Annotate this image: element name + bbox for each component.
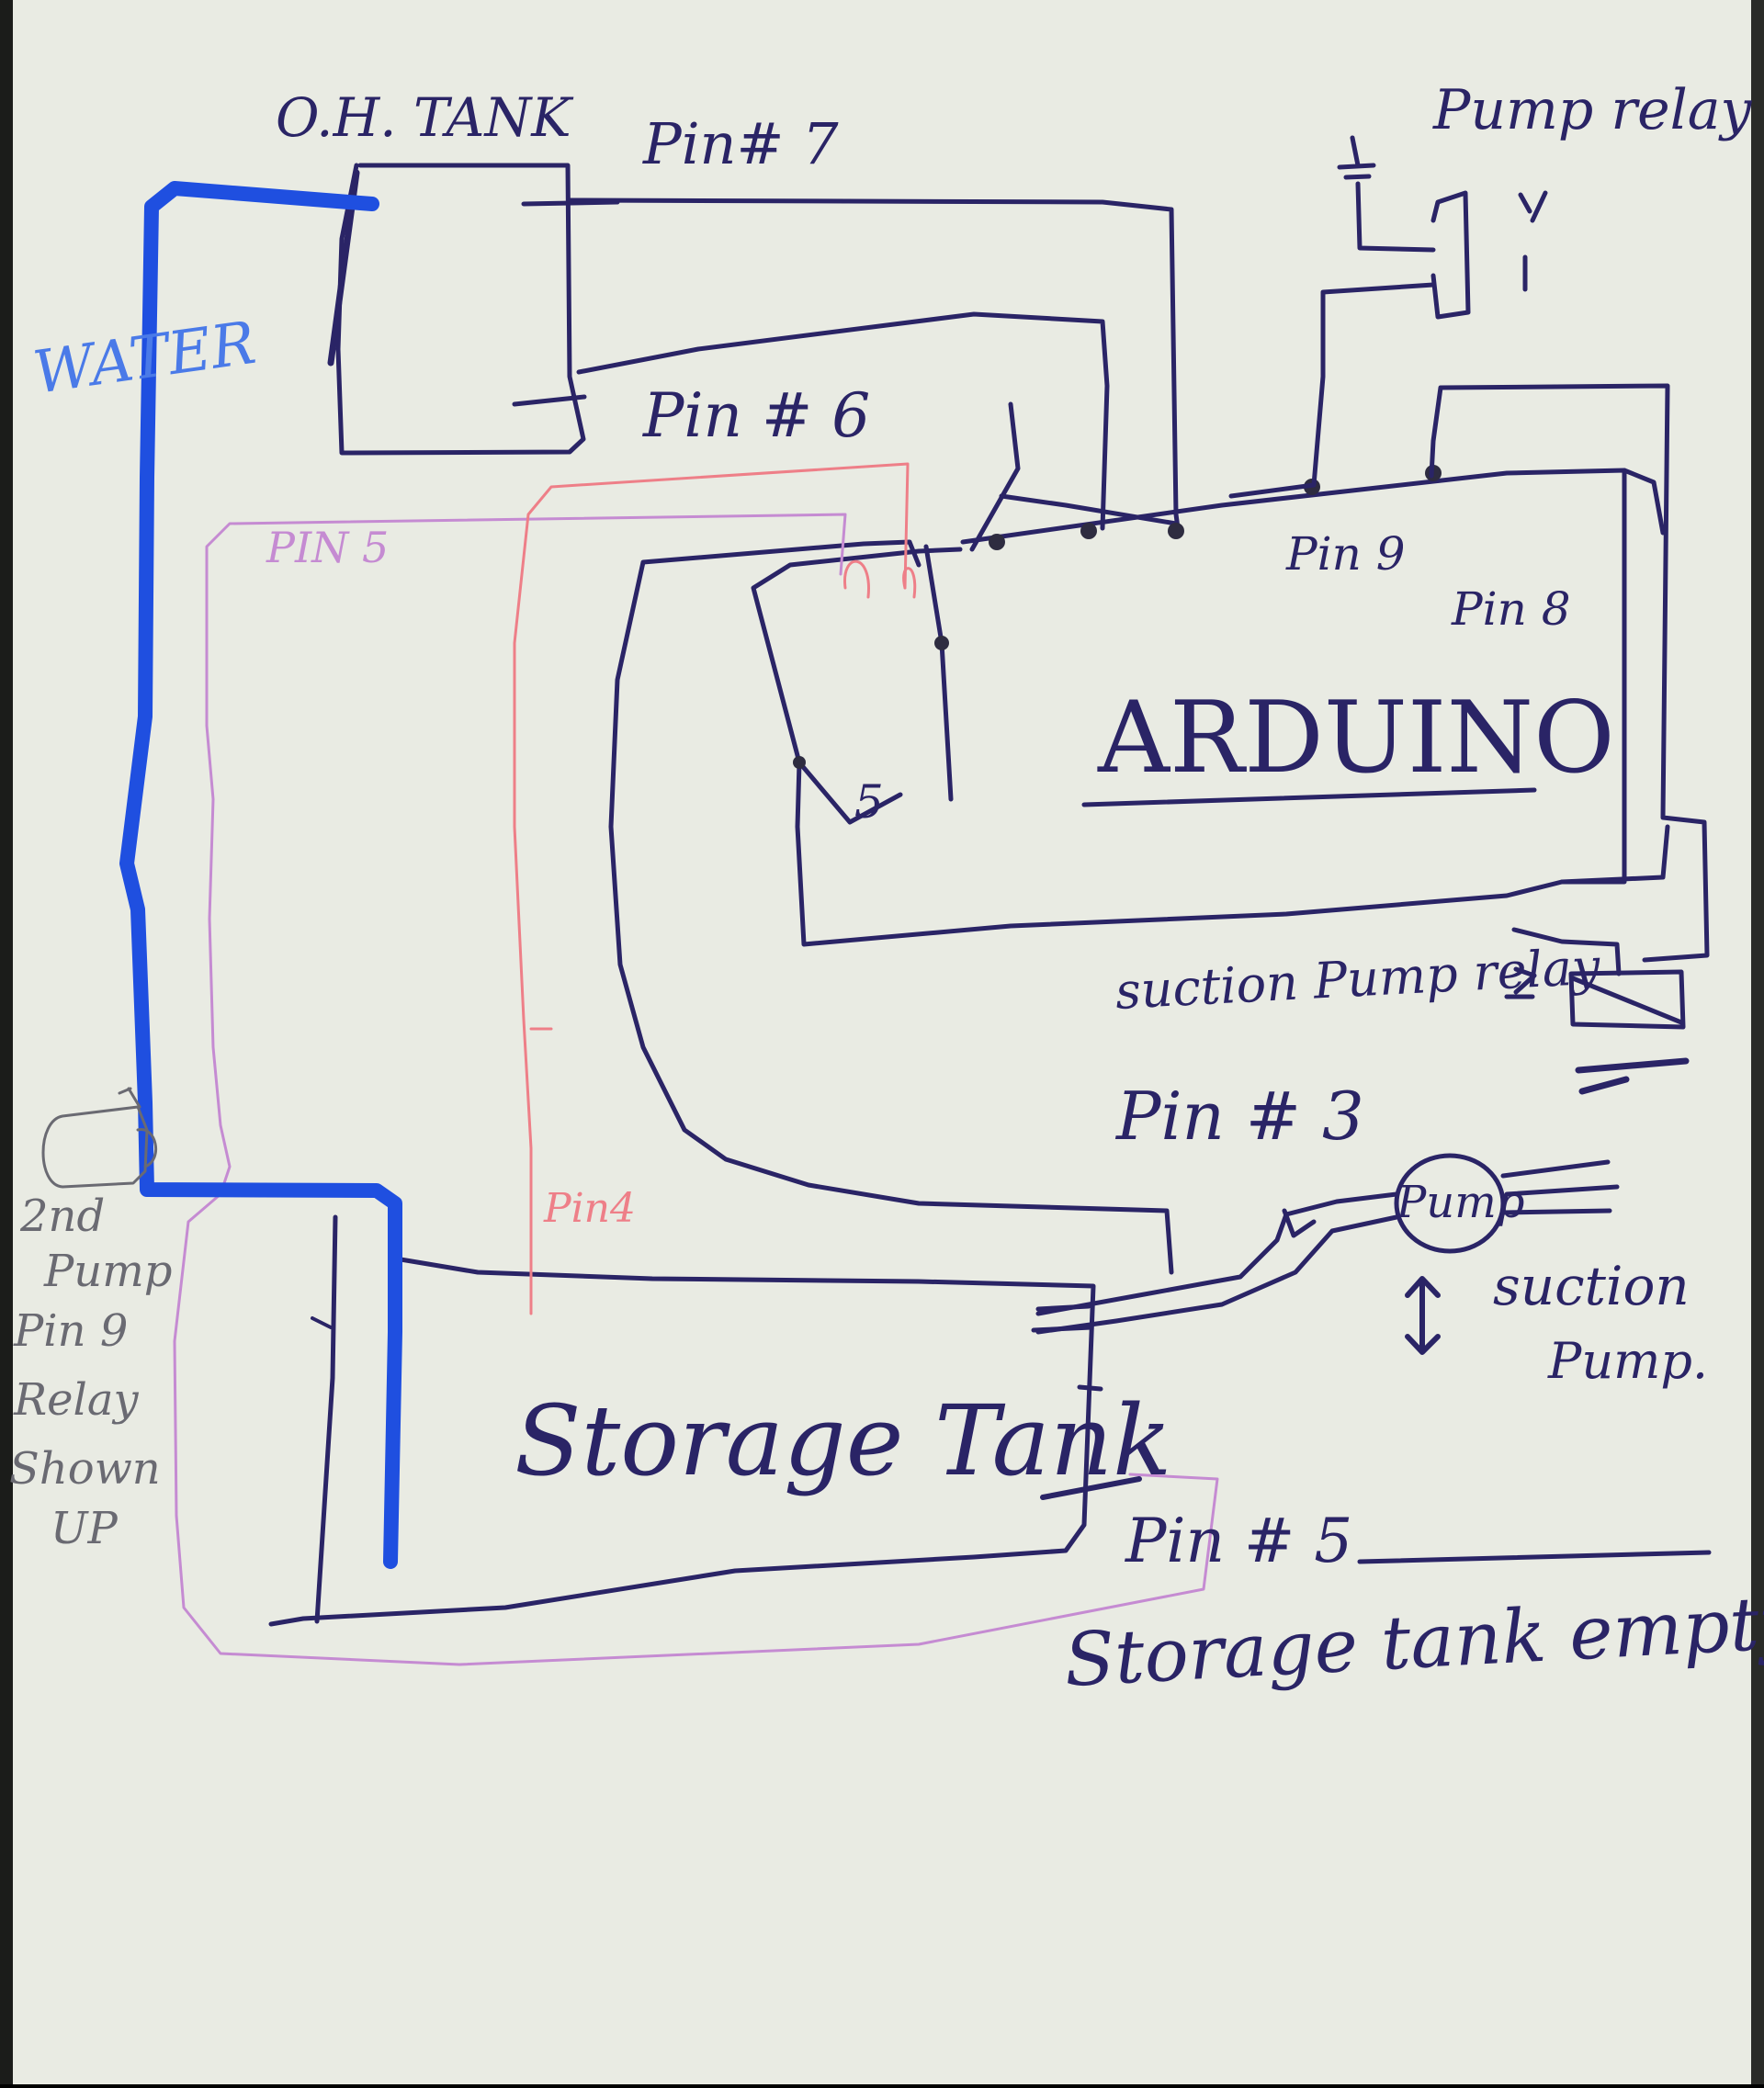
arduino-top-wire-2 <box>999 493 1179 526</box>
label-second-pump-6: UP <box>51 1503 118 1554</box>
arduino-board-outline <box>795 468 1627 947</box>
label-suction-1: suction <box>1493 1255 1690 1317</box>
storage-tank-outline <box>268 1256 1096 1627</box>
pump-relay-coil <box>1430 190 1471 320</box>
arduino-pin-dot-3 <box>1168 523 1184 539</box>
label-pump: Pump <box>1396 1177 1524 1228</box>
wire-pin7 <box>567 198 1181 531</box>
arduino-pin-dot-2 <box>1080 523 1097 539</box>
second-pump-cylinder <box>41 1105 157 1189</box>
label-oh-tank: O.H. TANK <box>276 86 574 149</box>
suction-relay-wire <box>1511 927 1622 976</box>
storage-tank-inlet-a <box>1035 1304 1091 1312</box>
wire-pin9-relay <box>1228 282 1436 499</box>
paper-shadow-left <box>0 0 13 2084</box>
pump-inlet-connector <box>1282 1208 1317 1238</box>
paper-shadow-right <box>1751 0 1764 2084</box>
label-second-pump-3: Pin 9 <box>13 1305 128 1357</box>
storage-tank-right-marker <box>1077 1384 1103 1392</box>
label-pin9: Pin 9 <box>1285 527 1406 581</box>
arduino-top-wire <box>969 401 1021 552</box>
label-pin3: Pin # 3 <box>1114 1078 1364 1155</box>
wire-pin4 <box>513 462 910 1315</box>
pump-inlet-pipe <box>1035 1191 1399 1335</box>
label-pin7: Pin# 7 <box>642 110 839 177</box>
label-second-pump-1: 2nd <box>19 1191 105 1242</box>
label-pin8: Pin 8 <box>1451 582 1571 636</box>
arduino-pin-dot-5 <box>793 756 806 769</box>
label-second-pump-2: Pump <box>43 1246 172 1297</box>
wire-pin3-loop <box>608 539 1174 1275</box>
overhead-tank-outlet <box>512 394 587 407</box>
pump-outlet-pipes <box>1500 1159 1620 1215</box>
label-pin4: Pin4 <box>543 1185 636 1232</box>
second-pump-spout <box>118 1087 141 1109</box>
storage-tank-left-wall <box>314 1214 338 1624</box>
arduino-mark: 5 <box>854 775 884 829</box>
water-pipe <box>119 181 402 1569</box>
arduino-inner-left <box>751 548 922 765</box>
label-second-pump-4: Relay <box>13 1374 140 1426</box>
paper-sheet <box>9 0 1755 2084</box>
ground-symbol <box>1337 135 1436 253</box>
label-pin6: Pin # 6 <box>642 380 870 451</box>
arduino-pin-dot-1 <box>989 534 1005 550</box>
storage-tank-marker-left <box>311 1316 333 1329</box>
suction-relay-box <box>1568 969 1686 1030</box>
storage-tank-inlet-b <box>1031 1325 1094 1333</box>
wire-pin4-end <box>843 559 917 599</box>
wire-pin6 <box>576 311 1110 531</box>
label-pin5-top: PIN 5 <box>266 523 389 572</box>
arduino-label: ARDUINO <box>1097 681 1615 796</box>
wire-right-side <box>1622 468 1666 536</box>
suction-relay-ground <box>1504 966 1537 999</box>
label-pin5-bottom: Pin # 5 <box>1125 1506 1352 1576</box>
storage-tank-bottom-sensor <box>1040 1476 1142 1500</box>
wire-board-bottom-right <box>1559 824 1670 885</box>
label-suction-2: Pump. <box>1547 1332 1708 1390</box>
arduino-pin-dot-4 <box>934 636 949 650</box>
pump-circle <box>1394 1153 1506 1254</box>
arduino-underline <box>1081 787 1537 807</box>
wire-pin8 <box>1429 383 1710 963</box>
storage-tank-label: Storage Tank <box>514 1384 1171 1497</box>
suction-relay-switch <box>1575 1057 1690 1095</box>
arduino-jumper-2 <box>797 760 903 825</box>
pump-relay-switch <box>1518 190 1548 292</box>
suction-arrow <box>1405 1276 1441 1355</box>
label-pump-relay: Pump relay <box>1432 78 1753 142</box>
storage-empty-underline <box>1357 1550 1712 1564</box>
label-second-pump-5: Shown <box>9 1443 161 1495</box>
